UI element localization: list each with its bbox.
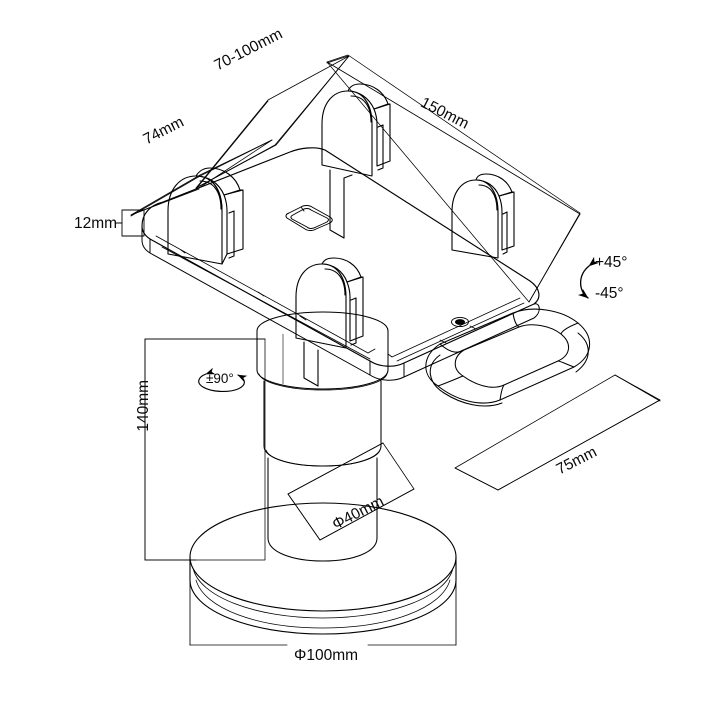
dimension-label-column-height: 140mm <box>135 379 153 432</box>
column <box>256 311 389 562</box>
dimension-frame-150 <box>326 54 581 303</box>
dimension-line-150 <box>326 55 581 303</box>
clip-front-left <box>295 257 364 387</box>
plate-front-channel <box>155 235 376 360</box>
dimension-frame-140 <box>144 338 266 561</box>
locking-screw <box>451 316 469 328</box>
center-slot <box>285 205 333 231</box>
clip-front-right <box>451 173 515 259</box>
rotation-label-tilt-up: +45° <box>595 254 628 271</box>
cable-loop <box>425 308 591 407</box>
base-disc <box>189 502 457 635</box>
clip-back-right <box>321 83 391 239</box>
rotation-label-tilt-down: -45° <box>595 285 624 302</box>
dimension-line-d100 <box>189 556 457 646</box>
dimension-frame-70-100 <box>195 55 350 189</box>
clip-back-left <box>167 167 244 265</box>
dimension-label-plate-thickness: 12mm <box>74 215 118 232</box>
rotation-label-swivel: ±90° <box>206 371 234 386</box>
dimension-line-70-100 <box>195 55 350 190</box>
dimension-line-d40 <box>287 442 415 541</box>
dimension-line-140 <box>144 338 266 561</box>
dimension-label-base-diameter: Φ100mm <box>294 647 359 664</box>
plate-rear-channel <box>387 297 525 362</box>
dimension-box-12mm <box>114 209 145 237</box>
dimension-line-74 <box>130 139 273 217</box>
swivel-rotation-arrow <box>198 367 248 393</box>
tilt-rotation-arrow <box>577 256 600 299</box>
dimension-line-75 <box>454 374 661 491</box>
